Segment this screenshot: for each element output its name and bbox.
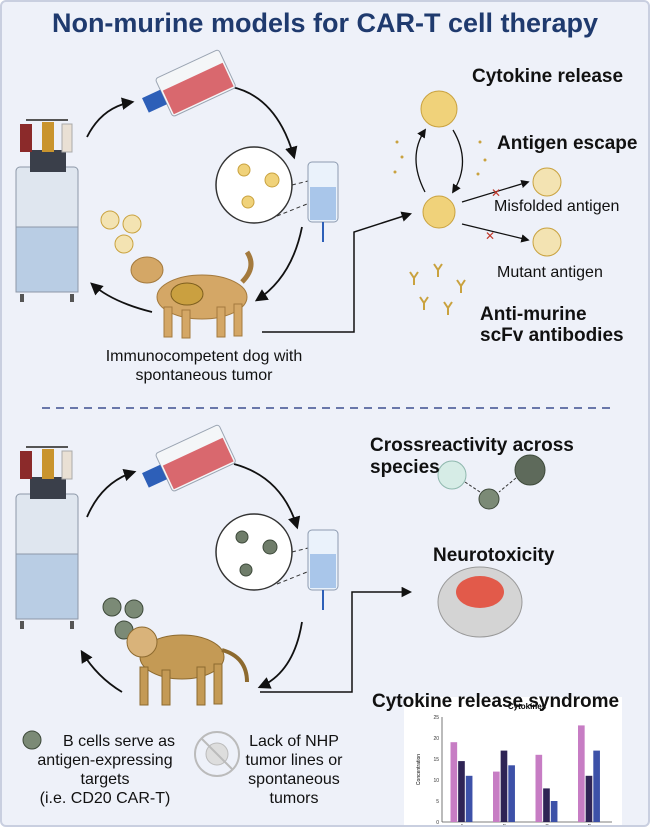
label-neurotoxicity: Neurotoxicity — [433, 545, 555, 566]
label-anti-murine-line2: scFv antibodies — [480, 325, 624, 346]
bar — [465, 775, 473, 822]
label-b-cells: B cells serve as antigen-expressing targ… — [20, 732, 190, 808]
macaque-icon — [126, 626, 249, 706]
block-x-icon: ✕ — [491, 186, 501, 200]
dog-icon — [130, 250, 254, 339]
bar — [500, 750, 508, 822]
neurotoxicity-head-icon — [437, 566, 523, 638]
label-b-cells-line2: antigen-expressing — [37, 752, 173, 769]
activated-cell-icon — [420, 90, 458, 229]
y-axis-label: Concentration — [416, 754, 422, 785]
chart-title: Cytokines — [508, 702, 547, 711]
arrow-to-machine — [80, 649, 123, 693]
x-tick-label: B — [503, 824, 507, 827]
apheresis-machine-icon — [15, 119, 79, 302]
y-tick-label: 0 — [436, 820, 439, 826]
x-tick-label: D — [588, 824, 592, 827]
label-antigen-escape: Antigen escape — [497, 133, 638, 154]
label-b-cells-line3: targets — [80, 771, 130, 788]
arrow-to-bag — [233, 463, 301, 530]
car-t-cells-magnified — [215, 146, 293, 224]
bar — [458, 761, 465, 822]
bar — [550, 801, 558, 822]
label-crossreactivity: Crossreactivity across species — [370, 435, 574, 478]
block-x-icon: ✕ — [485, 229, 495, 243]
bar — [508, 765, 515, 822]
arrow-to-dog — [254, 226, 303, 302]
figure-title: Non-murine models for CAR-T cell therapy — [51, 8, 599, 38]
cytokine-arrow — [452, 129, 464, 194]
arrow-to-flask — [86, 468, 137, 518]
y-tick-label: 15 — [433, 757, 439, 763]
arrow-to-effects — [260, 586, 413, 693]
cytokine-dots — [393, 140, 487, 176]
arrow-misfolded — [461, 179, 530, 203]
iv-bag-icon — [307, 161, 339, 242]
arrow-to-flask — [86, 97, 135, 138]
bar — [535, 754, 543, 822]
arrow-mutant — [461, 223, 530, 243]
label-dog-caption-line1: Immunocompetent dog with — [105, 348, 303, 365]
culture-flask-icon — [142, 49, 236, 117]
tumor-cell-icon — [532, 167, 562, 257]
x-tick-label: C — [545, 824, 549, 827]
apheresis-machine-icon — [15, 446, 79, 629]
bar — [585, 775, 593, 822]
arrow-to-monkey — [257, 621, 303, 689]
label-lack-line1: Lack of NHP — [249, 733, 339, 750]
label-lack-nhp: Lack of NHP tumor lines or spontaneous t… — [234, 732, 354, 808]
label-cytokine-release: Cytokine release — [472, 66, 624, 87]
label-dog-caption-line2: spontaneous tumor — [135, 367, 273, 384]
cytokine-arrow — [415, 128, 427, 193]
zoom-line — [276, 201, 313, 217]
zoom-line — [276, 569, 313, 585]
label-mutant-antigen: Mutant antigen — [497, 264, 603, 281]
arrow-to-bag — [231, 86, 298, 160]
iv-bag-icon — [307, 529, 339, 610]
y-tick-label: 5 — [436, 799, 439, 805]
label-lack-line3: spontaneous — [248, 771, 340, 788]
arrow-to-machine — [90, 282, 153, 313]
label-lack-line2: tumor lines or — [245, 752, 343, 769]
crossreactivity-cells-icon — [437, 454, 546, 510]
b-cell-icon — [22, 730, 42, 750]
label-dog-caption: Immunocompetent dog with spontaneous tum… — [84, 347, 324, 385]
y-tick-label: 20 — [433, 736, 439, 742]
label-b-cells-line1: B cells serve as — [62, 733, 176, 750]
antibody-icon — [409, 263, 466, 315]
x-tick-label: A — [460, 824, 464, 827]
car-t-cell-icon — [235, 530, 278, 577]
car-t-cell-icon — [237, 163, 280, 209]
y-tick-label: 10 — [433, 778, 439, 784]
t-cell-icon — [100, 210, 142, 254]
bar — [543, 788, 550, 822]
bar — [593, 750, 600, 822]
label-b-cells-line4: (i.e. CD20 CAR-T) — [39, 790, 171, 807]
label-crs: Cytokine release syndrome — [372, 691, 620, 712]
no-tumor-icon — [194, 731, 240, 777]
label-misfolded-antigen: Misfolded antigen — [494, 198, 620, 215]
car-t-cells-magnified — [215, 513, 293, 591]
bar — [493, 771, 500, 822]
b-cell-icon — [102, 597, 144, 640]
label-anti-murine: Anti-murine scFv antibodies — [480, 304, 624, 346]
label-anti-murine-line1: Anti-murine — [480, 304, 587, 325]
culture-flask-icon — [142, 424, 236, 492]
bar — [450, 742, 458, 822]
label-lack-line4: tumors — [269, 790, 319, 807]
bar — [578, 725, 585, 822]
arrow-to-effects — [262, 211, 412, 333]
y-tick-label: 25 — [433, 715, 439, 721]
